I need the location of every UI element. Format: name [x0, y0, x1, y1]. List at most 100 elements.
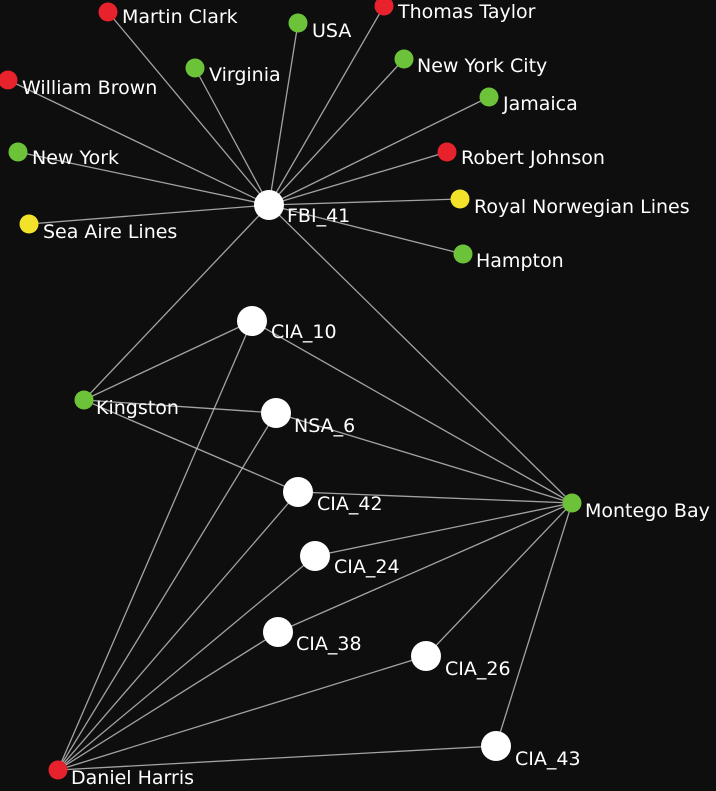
- edge-layer: [7, 5, 573, 771]
- edge-fbi_41-william_brown: [7, 79, 270, 206]
- edge-nsa_6-kingston: [83, 399, 277, 414]
- node-virginia[interactable]: Virginia: [185, 58, 281, 87]
- edge-cia_42-daniel_harris: [57, 491, 299, 771]
- node-label: Sea Aire Lines: [43, 221, 177, 243]
- place-node-marker[interactable]: [74, 390, 94, 410]
- node-sea_aire[interactable]: Sea Aire Lines: [19, 214, 178, 244]
- node-robert_johnson[interactable]: Robert Johnson: [437, 142, 605, 170]
- edge-cia_24-montego_bay: [314, 502, 573, 557]
- edge-cia_26-montego_bay: [425, 502, 573, 657]
- node-label: CIA_43: [515, 748, 581, 770]
- edge-cia_38-montego_bay: [277, 502, 573, 633]
- edge-fbi_41-thomas_taylor: [268, 5, 385, 206]
- node-cia_10[interactable]: CIA_10: [237, 306, 337, 343]
- document-node-marker[interactable]: [283, 477, 313, 507]
- node-label: CIA_38: [296, 633, 362, 655]
- edge-fbi_41-royal_norwegian: [268, 198, 461, 206]
- edge-fbi_41-usa: [268, 22, 299, 206]
- edge-fbi_41-martin_clark: [107, 11, 270, 206]
- node-label: New York: [32, 147, 119, 169]
- edge-nsa_6-montego_bay: [275, 412, 573, 504]
- node-montego_bay[interactable]: Montego Bay: [562, 493, 710, 523]
- place-node-marker[interactable]: [288, 13, 308, 33]
- node-label: Thomas Taylor: [397, 1, 536, 23]
- edge-fbi_41-kingston: [83, 204, 270, 401]
- node-usa[interactable]: USA: [288, 13, 352, 43]
- node-cia_26[interactable]: CIA_26: [411, 641, 511, 680]
- edge-nsa_6-daniel_harris: [57, 412, 277, 771]
- person-node-marker[interactable]: [437, 142, 457, 162]
- node-william_brown[interactable]: William Brown: [0, 70, 157, 100]
- node-label: Montego Bay: [585, 500, 710, 522]
- node-label: Hampton: [476, 250, 564, 272]
- person-node-marker[interactable]: [48, 760, 68, 780]
- node-label: William Brown: [22, 77, 157, 99]
- edge-cia_38-daniel_harris: [57, 631, 279, 771]
- document-node-marker[interactable]: [481, 731, 511, 761]
- node-label: CIA_26: [445, 658, 511, 680]
- edge-cia_42-montego_bay: [297, 491, 573, 504]
- node-new_york_city[interactable]: New York City: [394, 49, 548, 78]
- place-node-marker[interactable]: [185, 58, 205, 78]
- node-fbi_41[interactable]: FBI_41: [254, 190, 350, 227]
- edge-cia_42-kingston: [83, 399, 299, 493]
- edge-cia_24-daniel_harris: [57, 555, 316, 771]
- node-label: CIA_10: [271, 321, 337, 343]
- edge-fbi_41-hampton: [268, 204, 464, 255]
- document-node-marker[interactable]: [411, 641, 441, 671]
- node-label: CIA_24: [334, 556, 400, 578]
- node-label: New York City: [417, 55, 547, 77]
- place-node-marker[interactable]: [8, 142, 28, 162]
- node-nsa_6[interactable]: NSA_6: [261, 398, 355, 437]
- node-martin_clark[interactable]: Martin Clark: [98, 2, 238, 29]
- edge-fbi_41-new_york_city: [268, 58, 405, 206]
- person-node-marker[interactable]: [98, 2, 118, 22]
- node-new_york[interactable]: New York: [8, 142, 120, 170]
- document-node-marker[interactable]: [237, 306, 267, 336]
- edge-fbi_41-sea_aire: [28, 204, 270, 225]
- node-cia_38[interactable]: CIA_38: [263, 617, 362, 655]
- person-node-marker[interactable]: [374, 0, 394, 16]
- node-cia_42[interactable]: CIA_42: [283, 477, 383, 515]
- node-label: FBI_41: [287, 205, 350, 227]
- place-node-marker[interactable]: [394, 49, 414, 69]
- document-node-marker[interactable]: [263, 617, 293, 647]
- node-hampton[interactable]: Hampton: [453, 244, 564, 273]
- node-label: Virginia: [209, 64, 281, 86]
- node-label: NSA_6: [294, 415, 355, 437]
- node-label: USA: [312, 20, 351, 42]
- edge-cia_26-daniel_harris: [57, 655, 427, 771]
- node-daniel_harris[interactable]: Daniel Harris: [48, 760, 195, 790]
- node-label: Royal Norwegian Lines: [474, 196, 690, 218]
- node-label: Kingston: [96, 397, 179, 419]
- document-node-marker[interactable]: [300, 541, 330, 571]
- edge-cia_10-kingston: [83, 320, 253, 401]
- edge-cia_10-montego_bay: [251, 320, 573, 504]
- organization-node-marker[interactable]: [19, 214, 39, 234]
- edge-cia_43-montego_bay: [495, 502, 573, 747]
- organization-node-marker[interactable]: [450, 189, 470, 209]
- document-node-marker[interactable]: [254, 190, 284, 220]
- edge-fbi_41-virginia: [194, 67, 270, 206]
- document-node-marker[interactable]: [261, 398, 291, 428]
- node-label: Martin Clark: [122, 6, 238, 28]
- node-label: Jamaica: [502, 93, 578, 115]
- node-jamaica[interactable]: Jamaica: [479, 87, 578, 116]
- edge-fbi_41-new_york: [17, 151, 270, 206]
- place-node-marker[interactable]: [562, 493, 582, 513]
- node-label: Robert Johnson: [461, 147, 605, 169]
- place-node-marker[interactable]: [479, 87, 499, 107]
- edge-cia_43-daniel_harris: [57, 745, 497, 771]
- node-kingston[interactable]: Kingston: [74, 390, 179, 420]
- node-thomas_taylor[interactable]: Thomas Taylor: [374, 0, 536, 23]
- node-cia_43[interactable]: CIA_43: [481, 731, 581, 770]
- edge-fbi_41-jamaica: [268, 96, 490, 206]
- person-node-marker[interactable]: [0, 70, 18, 90]
- place-node-marker[interactable]: [453, 244, 473, 264]
- edge-fbi_41-montego_bay: [268, 204, 573, 504]
- node-royal_norwegian[interactable]: Royal Norwegian Lines: [450, 189, 690, 219]
- node-cia_24[interactable]: CIA_24: [300, 541, 400, 578]
